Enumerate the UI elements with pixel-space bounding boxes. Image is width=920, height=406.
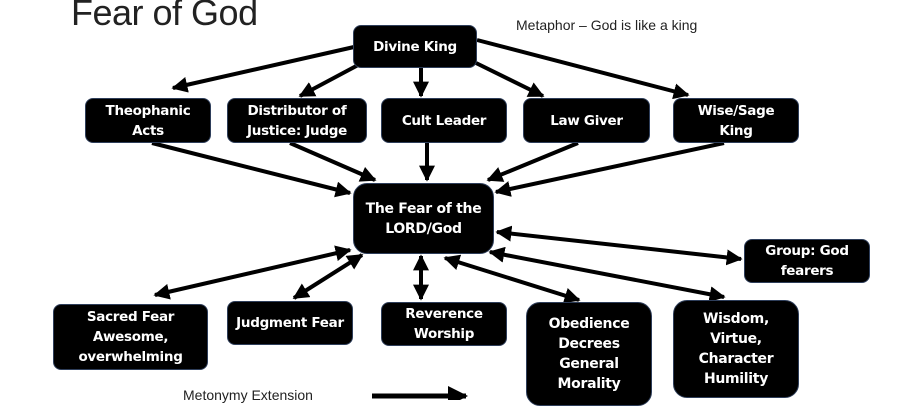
edge-divine-king-to-law-giver bbox=[475, 61, 545, 98]
node-obedience: Obedience Decrees General Morality bbox=[526, 302, 652, 406]
node-reverence-worship: Reverence Worship bbox=[381, 302, 507, 346]
edge-fear-wisdom bbox=[488, 246, 726, 303]
node-wise-sage-king: Wise/Sage King bbox=[673, 98, 799, 143]
edge-fear-judgment-fear bbox=[292, 253, 364, 300]
edge-fear-group-god-fearers bbox=[495, 225, 743, 266]
edge-divine-king-to-theophanic-acts bbox=[171, 45, 355, 93]
metaphor-caption: Metaphor – God is like a king bbox=[516, 17, 698, 33]
edge-divine-king-to-distributor bbox=[298, 62, 361, 98]
slide-title: Fear of God bbox=[71, 0, 258, 33]
node-distributor-of-justice: Distributor of Justice: Judge bbox=[227, 98, 367, 143]
edge-theophanic-acts-to-fear bbox=[151, 141, 352, 198]
node-theophanic-acts: Theophanic Acts bbox=[85, 98, 211, 143]
edge-distributor-to-fear bbox=[289, 141, 377, 182]
edge-wise-sage-king-to-fear bbox=[494, 141, 725, 197]
edge-fear-sacred-fear bbox=[153, 245, 352, 300]
node-fear-of-the-lord: The Fear of the LORD/God bbox=[353, 183, 494, 254]
node-sacred-fear: Sacred Fear Awesome, overwhelming bbox=[53, 304, 208, 370]
node-judgment-fear: Judgment Fear bbox=[227, 301, 353, 345]
legend-label: Metonymy Extension bbox=[183, 387, 313, 403]
node-divine-king: Divine King bbox=[353, 25, 477, 68]
node-law-giver: Law Giver bbox=[523, 98, 650, 143]
edge-divine-king-to-wise-sage-king bbox=[476, 38, 690, 100]
node-wisdom: Wisdom, Virtue, Character Humility bbox=[673, 300, 799, 398]
edge-law-giver-to-fear bbox=[486, 141, 579, 182]
node-group-god-fearers: Group: God fearers bbox=[744, 239, 870, 283]
node-cult-leader: Cult Leader bbox=[381, 98, 507, 143]
